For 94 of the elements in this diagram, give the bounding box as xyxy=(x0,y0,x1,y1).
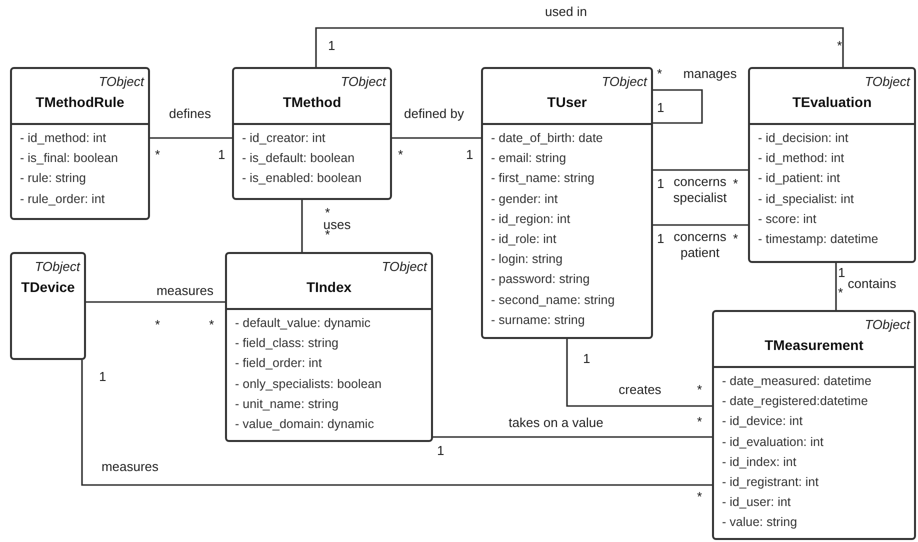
attribute-text: - rule: string xyxy=(20,170,87,188)
stereotype-label: TObject xyxy=(864,316,910,334)
attribute-text: - id_role: int xyxy=(491,231,558,248)
attribute-text: - is_final: boolean xyxy=(20,150,119,168)
multiplicity-label: 1 xyxy=(99,370,106,384)
class-box xyxy=(232,67,392,200)
association-line xyxy=(86,301,225,303)
stereotype-label: TObject xyxy=(98,73,144,91)
stereotype-label: TObject xyxy=(340,73,386,91)
association-line xyxy=(433,436,712,438)
multiplicity-label: 1 xyxy=(838,266,846,280)
class-box xyxy=(748,67,916,263)
attribute-text: - rule_order: int xyxy=(20,190,106,208)
attribute-text: - surname: string xyxy=(491,312,586,329)
class-box xyxy=(10,252,86,360)
class-box xyxy=(225,252,433,442)
multiplicity-label: 1 xyxy=(657,101,664,115)
association-line xyxy=(81,360,712,486)
multiplicity-label: 1 xyxy=(218,148,226,162)
association-line xyxy=(392,137,481,139)
attribute-text: - value_domain: dynamic xyxy=(235,416,375,434)
multiplicity-label: 1 xyxy=(657,232,664,246)
attribute-text: - gender: int xyxy=(491,190,559,208)
attribute-text: - login: string xyxy=(491,251,564,268)
multiplicity-label: * xyxy=(325,206,330,220)
association-line xyxy=(315,27,844,67)
multiplicity-label: * xyxy=(155,148,160,162)
attribute-text: - id_specialist: int xyxy=(758,190,855,208)
association-line xyxy=(150,137,232,139)
class-box xyxy=(10,67,150,220)
attribute-text: - date_measured: datetime xyxy=(722,373,872,390)
multiplicity-label: * xyxy=(155,318,160,332)
attribute-text: - is_default: boolean xyxy=(242,150,356,168)
class-box xyxy=(712,310,916,540)
attribute-text: - second_name: string xyxy=(491,292,616,309)
association-line xyxy=(653,169,748,171)
attribute-text: - id_registrant: int xyxy=(722,474,820,492)
attribute-text: - id_method: int xyxy=(20,130,108,147)
attribute-text: - password: string xyxy=(491,271,591,288)
class-name: TEvaluation xyxy=(792,93,872,112)
association-line xyxy=(653,89,703,124)
attribute-text: - date_of_birth: date xyxy=(491,130,604,147)
attribute-text: - field_order: int xyxy=(235,355,323,372)
stereotype-label: TObject xyxy=(382,258,427,276)
class-name: TMeasurement xyxy=(764,336,864,355)
association-line xyxy=(301,200,303,252)
multiplicity-label: 1 xyxy=(583,352,590,366)
attribute-text: - id_creator: int xyxy=(242,130,326,147)
attribute-text: - value: string xyxy=(722,514,798,532)
attribute-text: - id_evaluation: int xyxy=(722,434,824,451)
attribute-text: - field_class: string xyxy=(235,335,340,352)
stereotype-label: TObject xyxy=(864,73,910,91)
multiplicity-label: * xyxy=(398,148,404,162)
multiplicity-label: * xyxy=(209,318,214,332)
stereotype-label: TObject xyxy=(34,258,80,276)
attribute-text: - is_enabled: boolean xyxy=(242,170,363,188)
multiplicity-label: 1 xyxy=(466,148,474,162)
multiplicity-label: 1 xyxy=(437,444,444,458)
attribute-text: - id_device: int xyxy=(722,413,804,430)
multiplicity-label: 1 xyxy=(328,39,336,53)
class-name: TMethod xyxy=(282,93,342,112)
association-line xyxy=(566,339,712,407)
attribute-text: - only_specialists: boolean xyxy=(235,376,383,393)
class-name: TIndex xyxy=(306,278,352,297)
multiplicity-label: * xyxy=(697,383,702,397)
attribute-text: - first_name: string xyxy=(491,170,596,188)
class-name: TMethodRule xyxy=(36,93,124,112)
multiplicity-label: * xyxy=(733,232,738,246)
attribute-text: - id_index: int xyxy=(722,454,798,471)
multiplicity-label: 1 xyxy=(657,177,664,191)
attribute-text: - score: int xyxy=(758,210,818,228)
stereotype-label: TObject xyxy=(602,73,647,91)
multiplicity-label: * xyxy=(697,490,702,504)
attribute-text: - id_method: int xyxy=(758,150,846,168)
multiplicity-label: * xyxy=(657,67,662,81)
attribute-text: - default_value: dynamic xyxy=(235,315,372,332)
attribute-text: - id_patient: int xyxy=(758,170,841,188)
association-line xyxy=(835,263,837,310)
class-name: TDevice xyxy=(21,278,75,297)
attribute-text: - date_registered:datetime xyxy=(722,393,869,410)
multiplicity-label: * xyxy=(838,286,844,300)
attribute-text: - id_region: int xyxy=(491,210,572,228)
attribute-text: - unit_name: string xyxy=(235,396,340,413)
association-line xyxy=(653,224,748,226)
multiplicity-label: * xyxy=(837,39,842,53)
attribute-text: - email: string xyxy=(491,150,568,168)
multiplicity-label: * xyxy=(697,415,702,429)
multiplicity-label: * xyxy=(733,177,738,191)
attribute-text: - timestamp: datetime xyxy=(758,231,880,248)
class-name: TUser xyxy=(547,93,587,112)
edge-label: defined by xyxy=(402,106,466,122)
attribute-text: - id_decision: int xyxy=(758,130,850,147)
class-box xyxy=(481,67,653,339)
attribute-text: - id_user: int xyxy=(722,494,792,512)
